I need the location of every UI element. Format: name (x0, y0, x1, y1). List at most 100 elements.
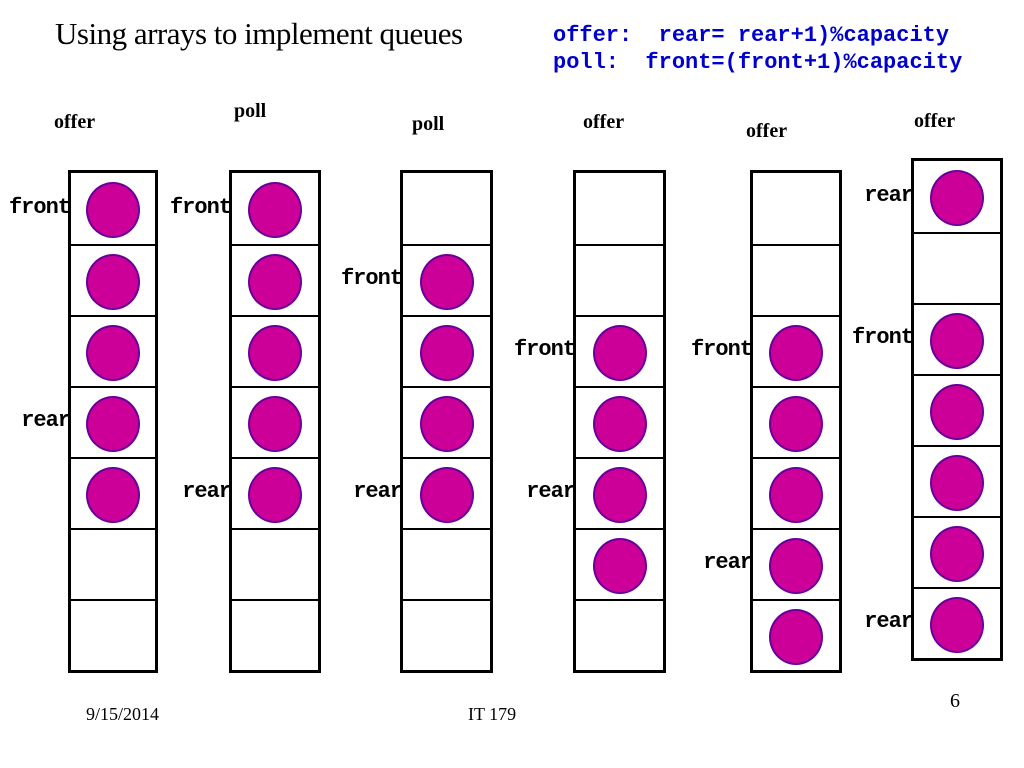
operation-label: offer (914, 110, 956, 132)
queue-element-circle (592, 396, 647, 452)
code-line-offer: offer: rear= rear+1)%capacity (553, 23, 950, 48)
array-cell (914, 445, 1000, 516)
array-cell (914, 587, 1000, 658)
queue-element-circle (86, 396, 140, 452)
operation-label: offer (583, 111, 625, 133)
array-cell (232, 457, 318, 528)
array-cell (576, 457, 663, 528)
queue-element-circle (419, 467, 474, 523)
array-cell (71, 244, 155, 315)
array-cell (232, 315, 318, 386)
array-cell (914, 232, 1000, 303)
queue-array: offer rear front rear (852, 110, 1003, 661)
queue-element-circle (769, 609, 823, 665)
array-cell (753, 244, 839, 315)
queue-element-circle (86, 467, 140, 523)
queue-element-circle (86, 182, 140, 238)
array-cell (753, 528, 839, 599)
queue-element-circle (248, 396, 302, 452)
pointer-label-front: front (851, 325, 914, 350)
pointer-label-rear: rear (864, 183, 914, 208)
array-cell (232, 173, 318, 244)
array-cell (576, 173, 663, 244)
pointer-label-rear: rear (182, 479, 232, 504)
queue-element-circle (86, 325, 140, 381)
array-cell (753, 386, 839, 457)
array-cell (232, 386, 318, 457)
array-cell (914, 374, 1000, 445)
slide-title: Using arrays to implement queues (55, 16, 463, 51)
array-cell (576, 599, 663, 670)
page-number: 6 (950, 690, 960, 712)
queue-element-circle (769, 467, 823, 523)
queue-element-circle (930, 313, 984, 369)
queue-element-circle (769, 538, 823, 594)
pointer-label-front: front (340, 266, 403, 291)
queue-element-circle (592, 467, 647, 523)
array-cell (403, 173, 490, 244)
code-annotation: offer: rear= rear+1)%capacity poll: fron… (553, 22, 962, 76)
queue-array: offer front rear (691, 120, 842, 673)
operation-label: poll (234, 100, 267, 122)
array-cell (576, 315, 663, 386)
array-cell (403, 528, 490, 599)
pointer-label-rear: rear (526, 479, 576, 504)
pointer-label-rear: rear (864, 609, 914, 634)
array-cell (403, 315, 490, 386)
queue-element-circle (248, 325, 302, 381)
queue-array: offer front rear (9, 111, 158, 673)
array-cell (914, 161, 1000, 232)
operation-label: offer (54, 111, 96, 133)
queue-array: poll front rear (341, 113, 493, 673)
array-cell (914, 303, 1000, 374)
array-cell (232, 244, 318, 315)
pointer-label-front: front (690, 337, 753, 362)
queue-element-circle (248, 467, 302, 523)
queue-element-circle (930, 384, 984, 440)
array-cell (753, 315, 839, 386)
queue-element-circle (248, 182, 302, 238)
pointer-label-front: front (513, 337, 576, 362)
pointer-label-front: front (8, 195, 71, 220)
array-cell (71, 315, 155, 386)
array-cell (576, 386, 663, 457)
operation-label: offer (746, 120, 788, 142)
queue-element-circle (930, 597, 984, 653)
pointer-label-rear: rear (703, 550, 753, 575)
queue-element-circle (930, 526, 984, 582)
array-cell (403, 599, 490, 670)
queue-element-circle (248, 254, 302, 310)
queue-element-circle (769, 325, 823, 381)
array-cell (576, 528, 663, 599)
queue-element-circle (592, 325, 647, 381)
pointer-label-front: front (169, 195, 232, 220)
queue-element-circle (419, 254, 474, 310)
footer-course: IT 179 (468, 704, 517, 724)
array-cell (71, 528, 155, 599)
array-cell (71, 599, 155, 670)
array-cell (71, 173, 155, 244)
array-cell (232, 528, 318, 599)
pointer-label-rear: rear (21, 408, 71, 433)
operation-label: poll (412, 113, 445, 135)
array-cell (403, 244, 490, 315)
array-cell (403, 457, 490, 528)
queue-element-circle (419, 325, 474, 381)
queue-element-circle (592, 538, 647, 594)
array-cell (576, 244, 663, 315)
array-cell (914, 516, 1000, 587)
queue-element-circle (769, 396, 823, 452)
footer-date: 9/15/2014 (86, 704, 160, 724)
queue-element-circle (930, 455, 984, 511)
queue-element-circle (930, 170, 984, 226)
queue-element-circle (86, 254, 140, 310)
queue-array: offer front rear (514, 111, 666, 673)
pointer-label-rear: rear (353, 479, 403, 504)
queue-array: poll front rear (170, 100, 321, 673)
array-cell (71, 386, 155, 457)
queue-element-circle (419, 396, 474, 452)
array-cell (753, 457, 839, 528)
array-cell (753, 173, 839, 244)
array-cell (232, 599, 318, 670)
